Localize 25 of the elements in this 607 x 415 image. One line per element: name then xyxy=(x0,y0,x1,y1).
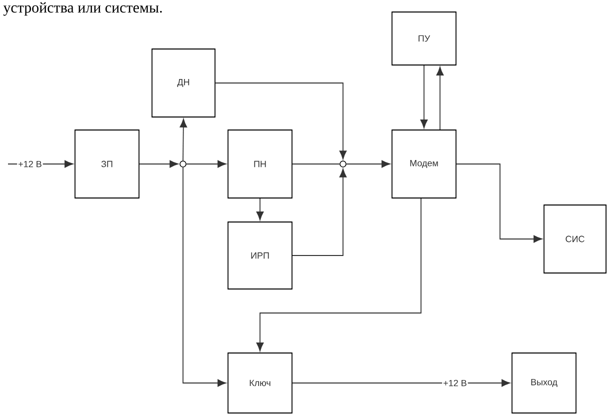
arrow xyxy=(215,82,347,160)
block-box: ИРП xyxy=(228,222,292,290)
arrow xyxy=(292,168,347,256)
block-box: ПН xyxy=(228,130,292,198)
block-box: ПУ xyxy=(392,12,456,66)
block-box: Ключ xyxy=(228,352,292,414)
arrow xyxy=(180,118,188,162)
arrow xyxy=(456,164,542,243)
caption-text: устройства или системы. xyxy=(3,2,162,16)
block-box: ЗП xyxy=(74,130,140,198)
block-box: СИС xyxy=(544,204,606,274)
arrow xyxy=(346,160,390,168)
block-box: Выход xyxy=(512,352,576,414)
arrow xyxy=(436,66,444,130)
arrow xyxy=(256,198,422,352)
edge-label: +12 В xyxy=(442,378,468,388)
arrow xyxy=(256,198,264,220)
arrow xyxy=(182,166,226,387)
arrow xyxy=(292,379,510,387)
arrow xyxy=(420,65,428,128)
arrow xyxy=(139,160,178,168)
block-box: Модем xyxy=(392,130,456,198)
arrow xyxy=(186,160,226,168)
block-box: ДН xyxy=(152,48,216,118)
edge-label: +12 В xyxy=(17,160,43,168)
